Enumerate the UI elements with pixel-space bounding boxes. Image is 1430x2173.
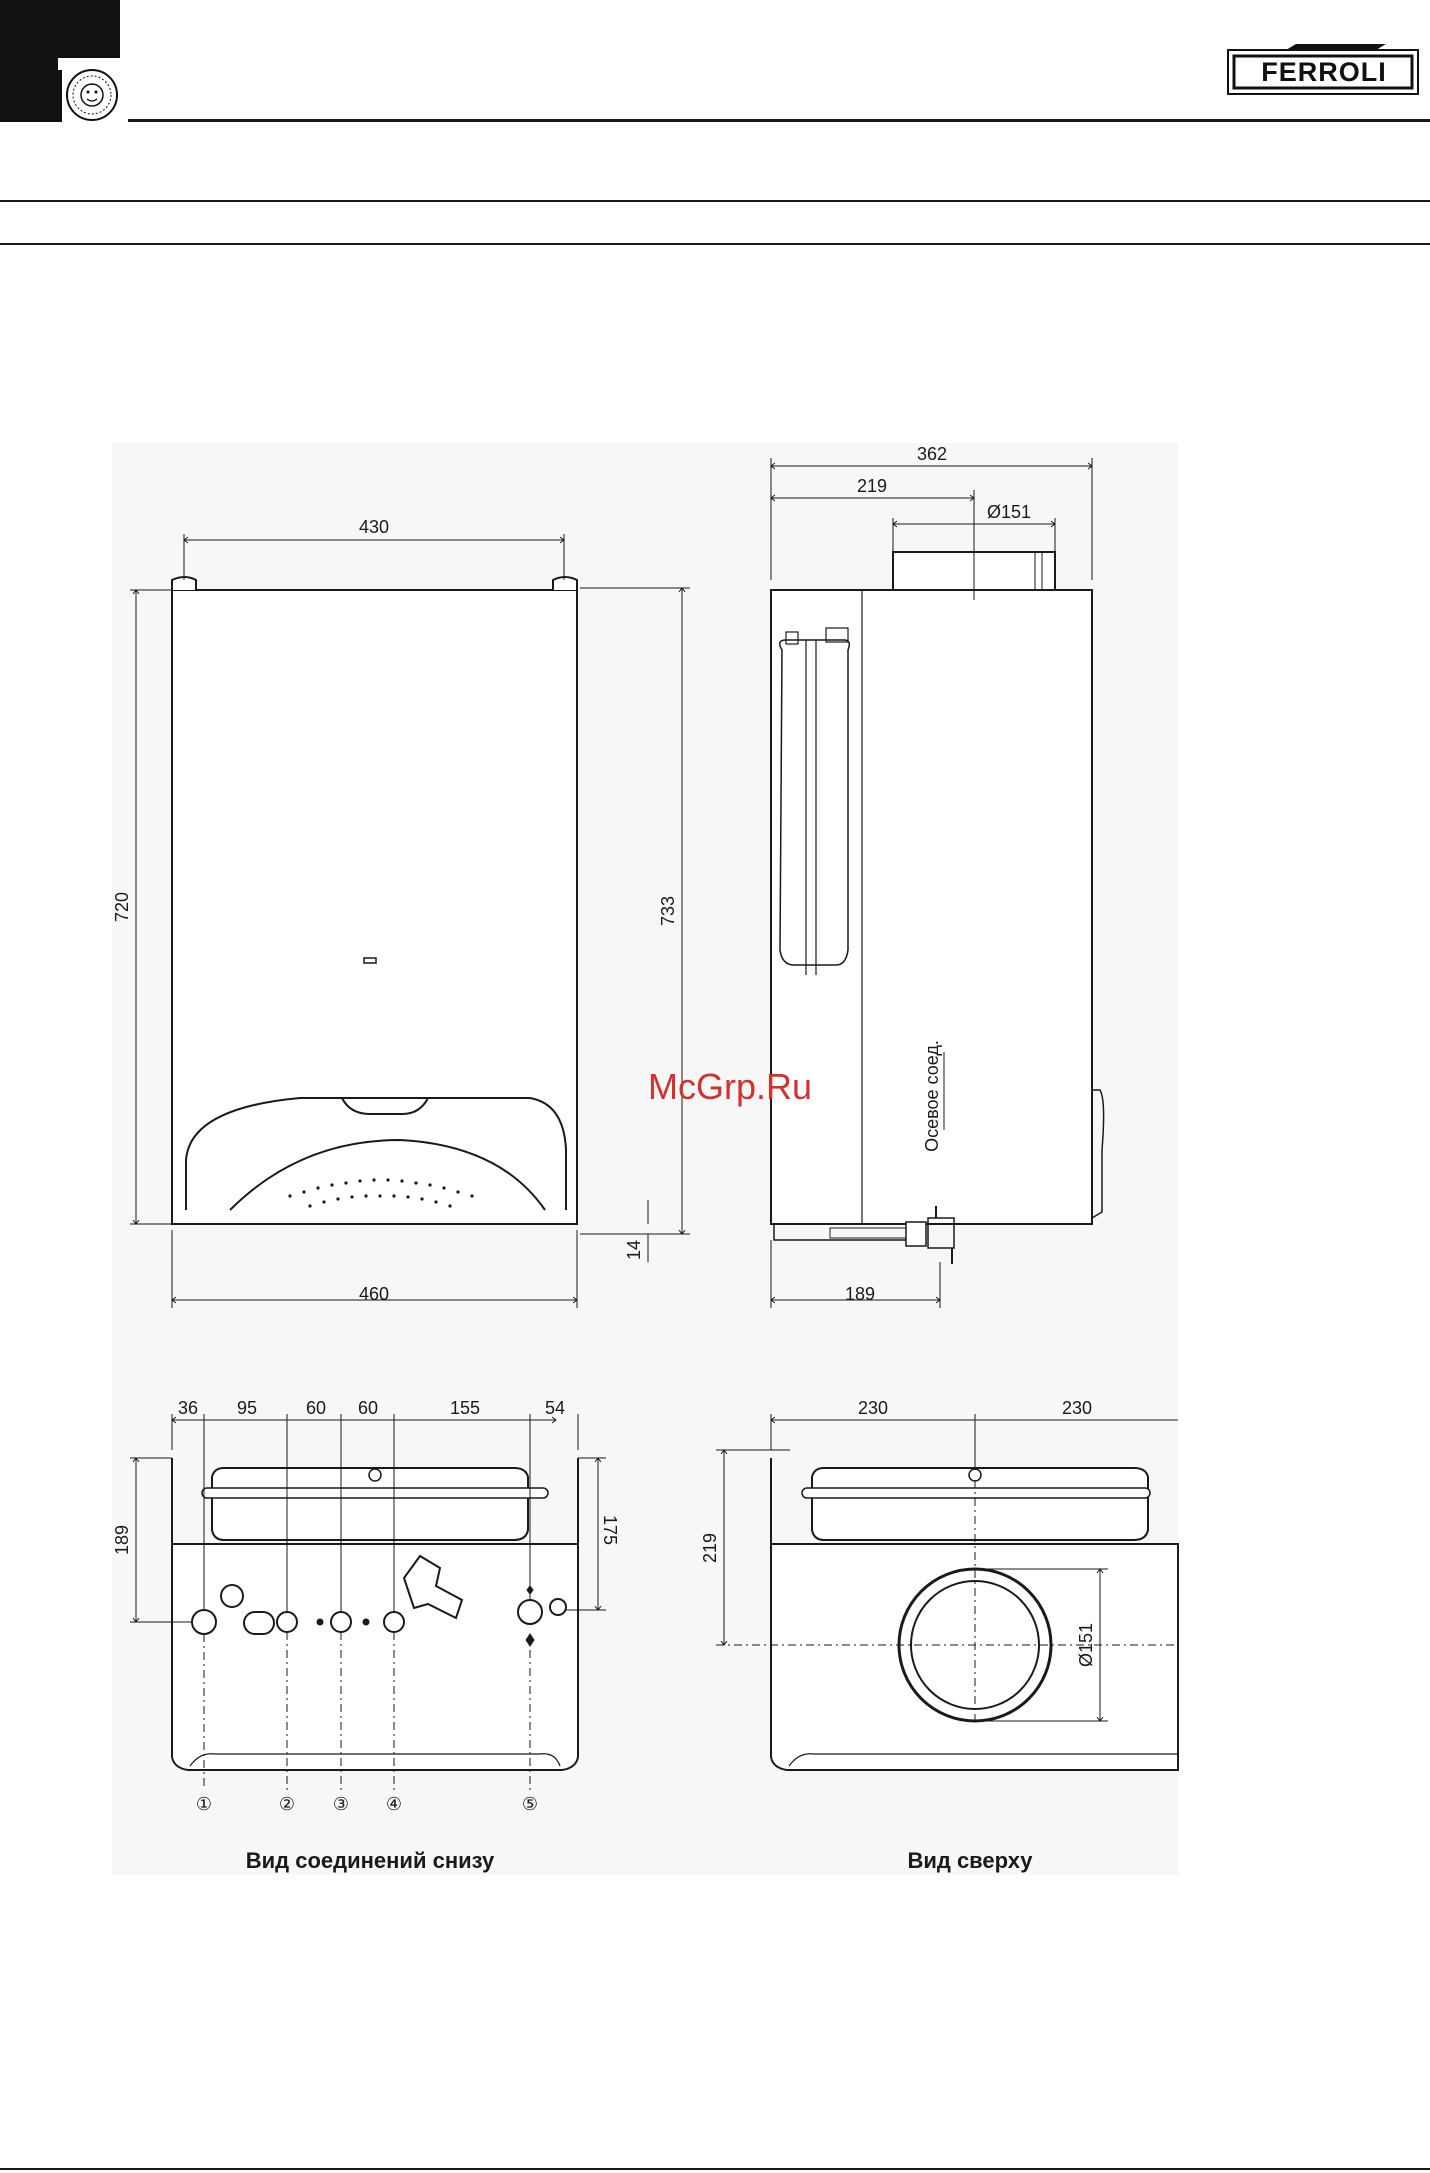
marker-5: ⑤ <box>522 1794 538 1814</box>
dim-bottom-d4: 60 <box>358 1398 378 1418</box>
dim-bottom-depth-right: 175 <box>600 1515 620 1545</box>
dim-bottom-d2: 95 <box>237 1398 257 1418</box>
dim-side-total-depth: 362 <box>917 444 947 464</box>
watermark: McGrp.Ru <box>648 1066 812 1107</box>
dim-top-depth: 219 <box>700 1533 720 1563</box>
dim-front-height-left: 720 <box>112 892 132 922</box>
marker-2: ② <box>279 1794 295 1814</box>
side-view <box>771 552 1104 1264</box>
dim-side-bottom-depth: 189 <box>845 1284 875 1304</box>
dim-top-half-right: 230 <box>1062 1398 1092 1418</box>
dim-bottom-d6: 54 <box>545 1398 565 1418</box>
dim-bottom-d3: 60 <box>306 1398 326 1418</box>
dim-front-height-right: 733 <box>658 896 678 926</box>
marker-3: ③ <box>333 1794 349 1814</box>
marker-4: ④ <box>386 1794 402 1814</box>
dim-front-bottom-offset: 14 <box>624 1240 644 1260</box>
dim-top-flue-diameter: Ø151 <box>1076 1623 1096 1667</box>
dim-bottom-d1: 36 <box>178 1398 198 1418</box>
bottom-view-caption: Вид соединений снизу <box>246 1848 495 1873</box>
dim-front-top-width: 430 <box>359 517 389 537</box>
dim-side-flue-diameter: Ø151 <box>987 502 1031 522</box>
dim-top-half-left: 230 <box>858 1398 888 1418</box>
dim-side-flue-offset: 219 <box>857 476 887 496</box>
front-view <box>172 577 577 1224</box>
dim-bottom-d5: 155 <box>450 1398 480 1418</box>
dim-front-bottom-width: 460 <box>359 1284 389 1304</box>
dim-bottom-depth-left: 189 <box>112 1525 132 1555</box>
bottom-view <box>172 1458 578 1770</box>
marker-1: ① <box>196 1794 212 1814</box>
side-axis-label: Осевое соед. <box>922 1040 942 1152</box>
top-view-caption: Вид сверху <box>907 1848 1033 1873</box>
